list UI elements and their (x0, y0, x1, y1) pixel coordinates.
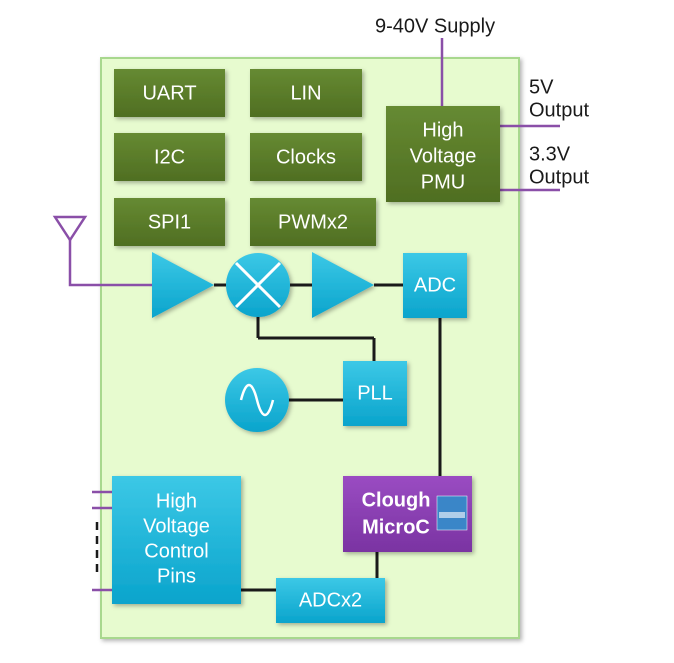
pmu-block: High Voltage PMU (386, 106, 500, 202)
pmu-label-line2: Voltage (410, 145, 477, 167)
clocks-block: Clocks (250, 133, 362, 181)
antenna-icon (52, 215, 152, 287)
adcx2-label: ADCx2 (299, 589, 362, 611)
i2c-label: I2C (154, 146, 185, 168)
hv-label-line1: High (156, 490, 197, 512)
output-wires (500, 124, 560, 192)
output-5v-label-line1: 5V (529, 76, 554, 98)
micro-label-line2: MicroC (362, 516, 430, 538)
spi1-label: SPI1 (148, 211, 191, 233)
i2c-block: I2C (114, 133, 225, 181)
oscillator-icon (225, 368, 289, 432)
pwm-block: PWMx2 (250, 198, 376, 246)
spi1-block: SPI1 (114, 198, 225, 246)
hv-label-line4: Pins (157, 565, 196, 587)
pll-label: PLL (357, 382, 393, 404)
uart-block: UART (114, 69, 225, 117)
adc-label: ADC (414, 274, 456, 296)
pmu-label-line1: High (422, 119, 463, 141)
hv-pins-wires (92, 490, 112, 592)
hv-control-block: High Voltage Control Pins (112, 476, 241, 604)
output-5v-label-line2: Output (529, 99, 589, 121)
mixer-icon (226, 253, 290, 317)
micro-label-line1: Clough (362, 489, 431, 511)
hv-label-line2: Voltage (143, 515, 210, 537)
adc-block: ADC (403, 253, 467, 318)
output-33v-label-line2: Output (529, 166, 589, 188)
pmu-label-line3: PMU (421, 171, 465, 193)
microcontroller-block: Clough MicroC (343, 476, 472, 552)
lna-amplifier-icon (152, 252, 214, 318)
lin-label: LIN (290, 82, 321, 104)
pwm-label: PWMx2 (278, 211, 348, 233)
adcx2-block: ADCx2 (276, 578, 385, 623)
clocks-label: Clocks (276, 146, 336, 168)
supply-label: 9-40V Supply (375, 15, 495, 37)
micro-logo-icon (436, 495, 468, 531)
pll-block: PLL (343, 361, 407, 426)
lin-block: LIN (250, 69, 362, 117)
output-33v-label-line1: 3.3V (529, 143, 571, 165)
if-amplifier-icon (312, 252, 374, 318)
rf-wires (241, 315, 442, 592)
hv-label-line3: Control (144, 540, 208, 562)
uart-label: UART (142, 82, 196, 104)
